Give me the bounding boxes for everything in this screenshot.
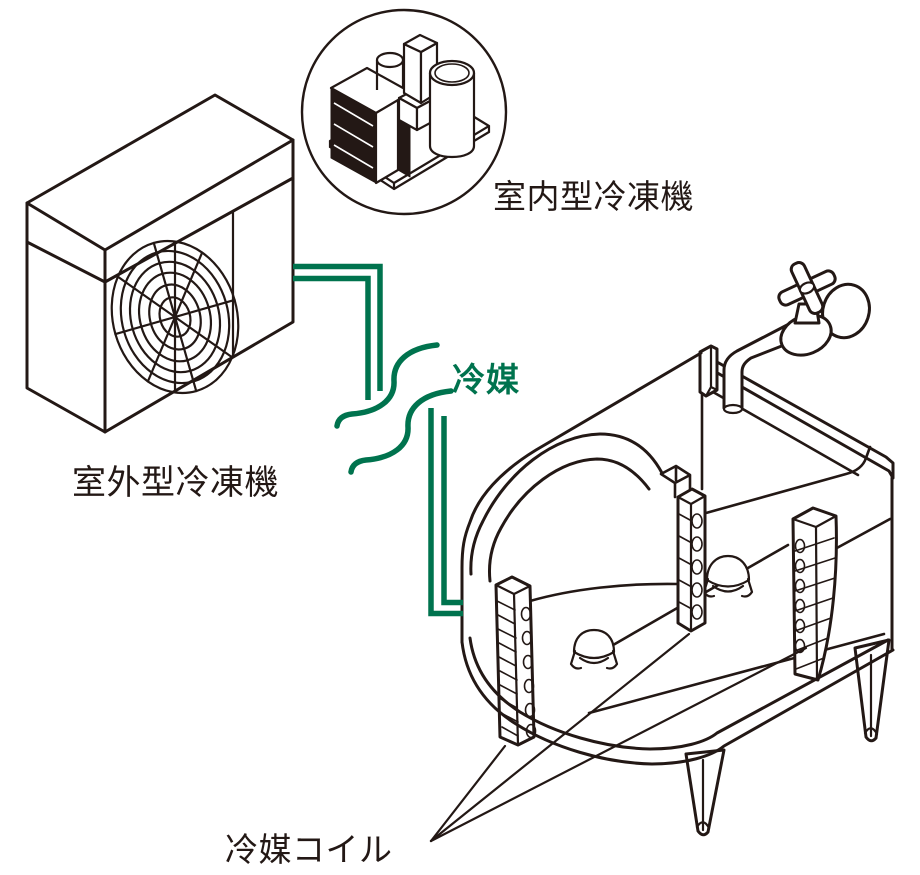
skirt-outer [460, 640, 895, 766]
outdoor-unit-icon [25, 93, 295, 434]
refrigerant-pipes [293, 263, 463, 617]
label-indoor-unit: 室内型冷凍機 [493, 178, 694, 215]
indoor-unit-icon [328, 33, 491, 191]
fan-grille-icon [110, 209, 240, 395]
coil-right [791, 506, 838, 682]
label-outdoor-unit: 室外型冷凍機 [72, 464, 279, 502]
cooling-tank-icon [460, 261, 895, 837]
faucet-cross-handle-icon [777, 261, 837, 315]
faucet-icon [722, 261, 871, 415]
pipe-break-mark-icon [334, 342, 454, 475]
indoor-unit-inset [300, 8, 508, 216]
coil-pointer-lines [429, 632, 808, 843]
skirt-inner [468, 636, 890, 751]
label-refrigerant-coil: 冷媒コイル [225, 831, 393, 868]
drain-dome-icon [702, 554, 754, 598]
label-refrigerant: 冷媒 [452, 361, 520, 398]
tank-leg [684, 748, 726, 837]
tub-outer-wall [460, 351, 703, 644]
drain-dome-icon [569, 628, 619, 670]
tub-rim-inner [488, 457, 651, 583]
coil-left [494, 575, 537, 747]
tub-rim-outer [469, 432, 664, 576]
deck-front-edge [704, 445, 872, 515]
coil-middle [676, 487, 707, 633]
